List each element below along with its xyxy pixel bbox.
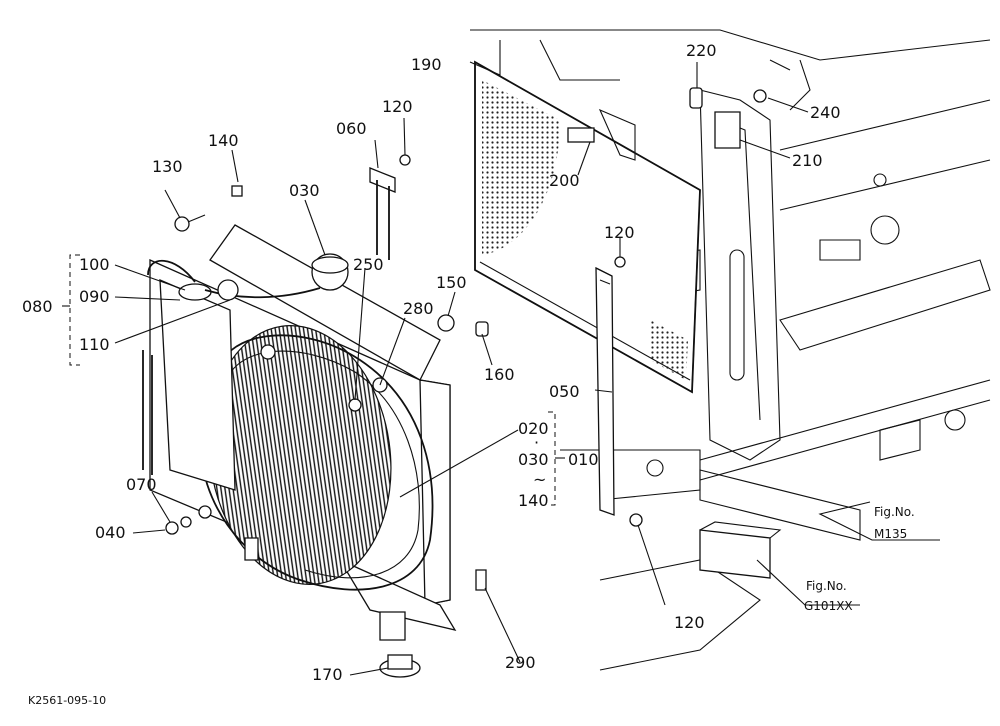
- label-240: 240: [810, 103, 841, 122]
- label-090: 090: [79, 287, 110, 306]
- label-280: 280: [403, 299, 434, 318]
- figure-ref-g101xx[interactable]: Fig.No. G101XX: [804, 579, 853, 613]
- label-190: 190: [411, 55, 442, 74]
- fig-ref-label: Fig.No.: [806, 579, 847, 593]
- label-080: 080: [22, 297, 53, 316]
- label-210: 210: [792, 151, 823, 170]
- label-130: 130: [152, 157, 183, 176]
- figure-ref-m135[interactable]: Fig.No. M135: [874, 505, 915, 541]
- label-160: 160: [484, 365, 515, 384]
- label-030-range: 030: [518, 450, 549, 469]
- fig-ref-label: Fig.No.: [874, 505, 915, 519]
- label-220: 220: [686, 41, 717, 60]
- range-dot: ·: [534, 433, 539, 452]
- label-140-top: 140: [208, 131, 239, 150]
- label-250: 250: [353, 255, 384, 274]
- label-170: 170: [312, 665, 343, 684]
- label-200: 200: [549, 171, 580, 190]
- label-060: 060: [336, 119, 367, 138]
- leader-lines: [62, 61, 940, 676]
- label-120-mid: 120: [604, 223, 635, 242]
- label-290: 290: [505, 653, 536, 672]
- label-150: 150: [436, 273, 467, 292]
- fasteners: [165, 87, 782, 678]
- drawing-code: K2561-095-10: [28, 694, 106, 707]
- label-120-bottom: 120: [674, 613, 705, 632]
- fig-ref-number: M135: [874, 527, 907, 541]
- label-100: 100: [79, 255, 110, 274]
- range-tilde: ~: [533, 470, 546, 489]
- label-120-top: 120: [382, 97, 413, 116]
- label-020: 020: [518, 419, 549, 438]
- label-030-top: 030: [289, 181, 320, 200]
- reserve-tank-080: [142, 259, 321, 491]
- label-140-range: 140: [518, 491, 549, 510]
- part-labels: 130 140 030 060 120 190 220 240 210 200 …: [22, 41, 841, 684]
- fig-ref-number: G101XX: [804, 599, 853, 613]
- label-070: 070: [126, 475, 157, 494]
- radiator-screen-frame: [474, 60, 701, 394]
- label-110: 110: [79, 335, 110, 354]
- label-040: 040: [95, 523, 126, 542]
- label-050: 050: [549, 382, 580, 401]
- radiator-rod-060: [369, 167, 396, 260]
- label-010: 010: [568, 450, 599, 469]
